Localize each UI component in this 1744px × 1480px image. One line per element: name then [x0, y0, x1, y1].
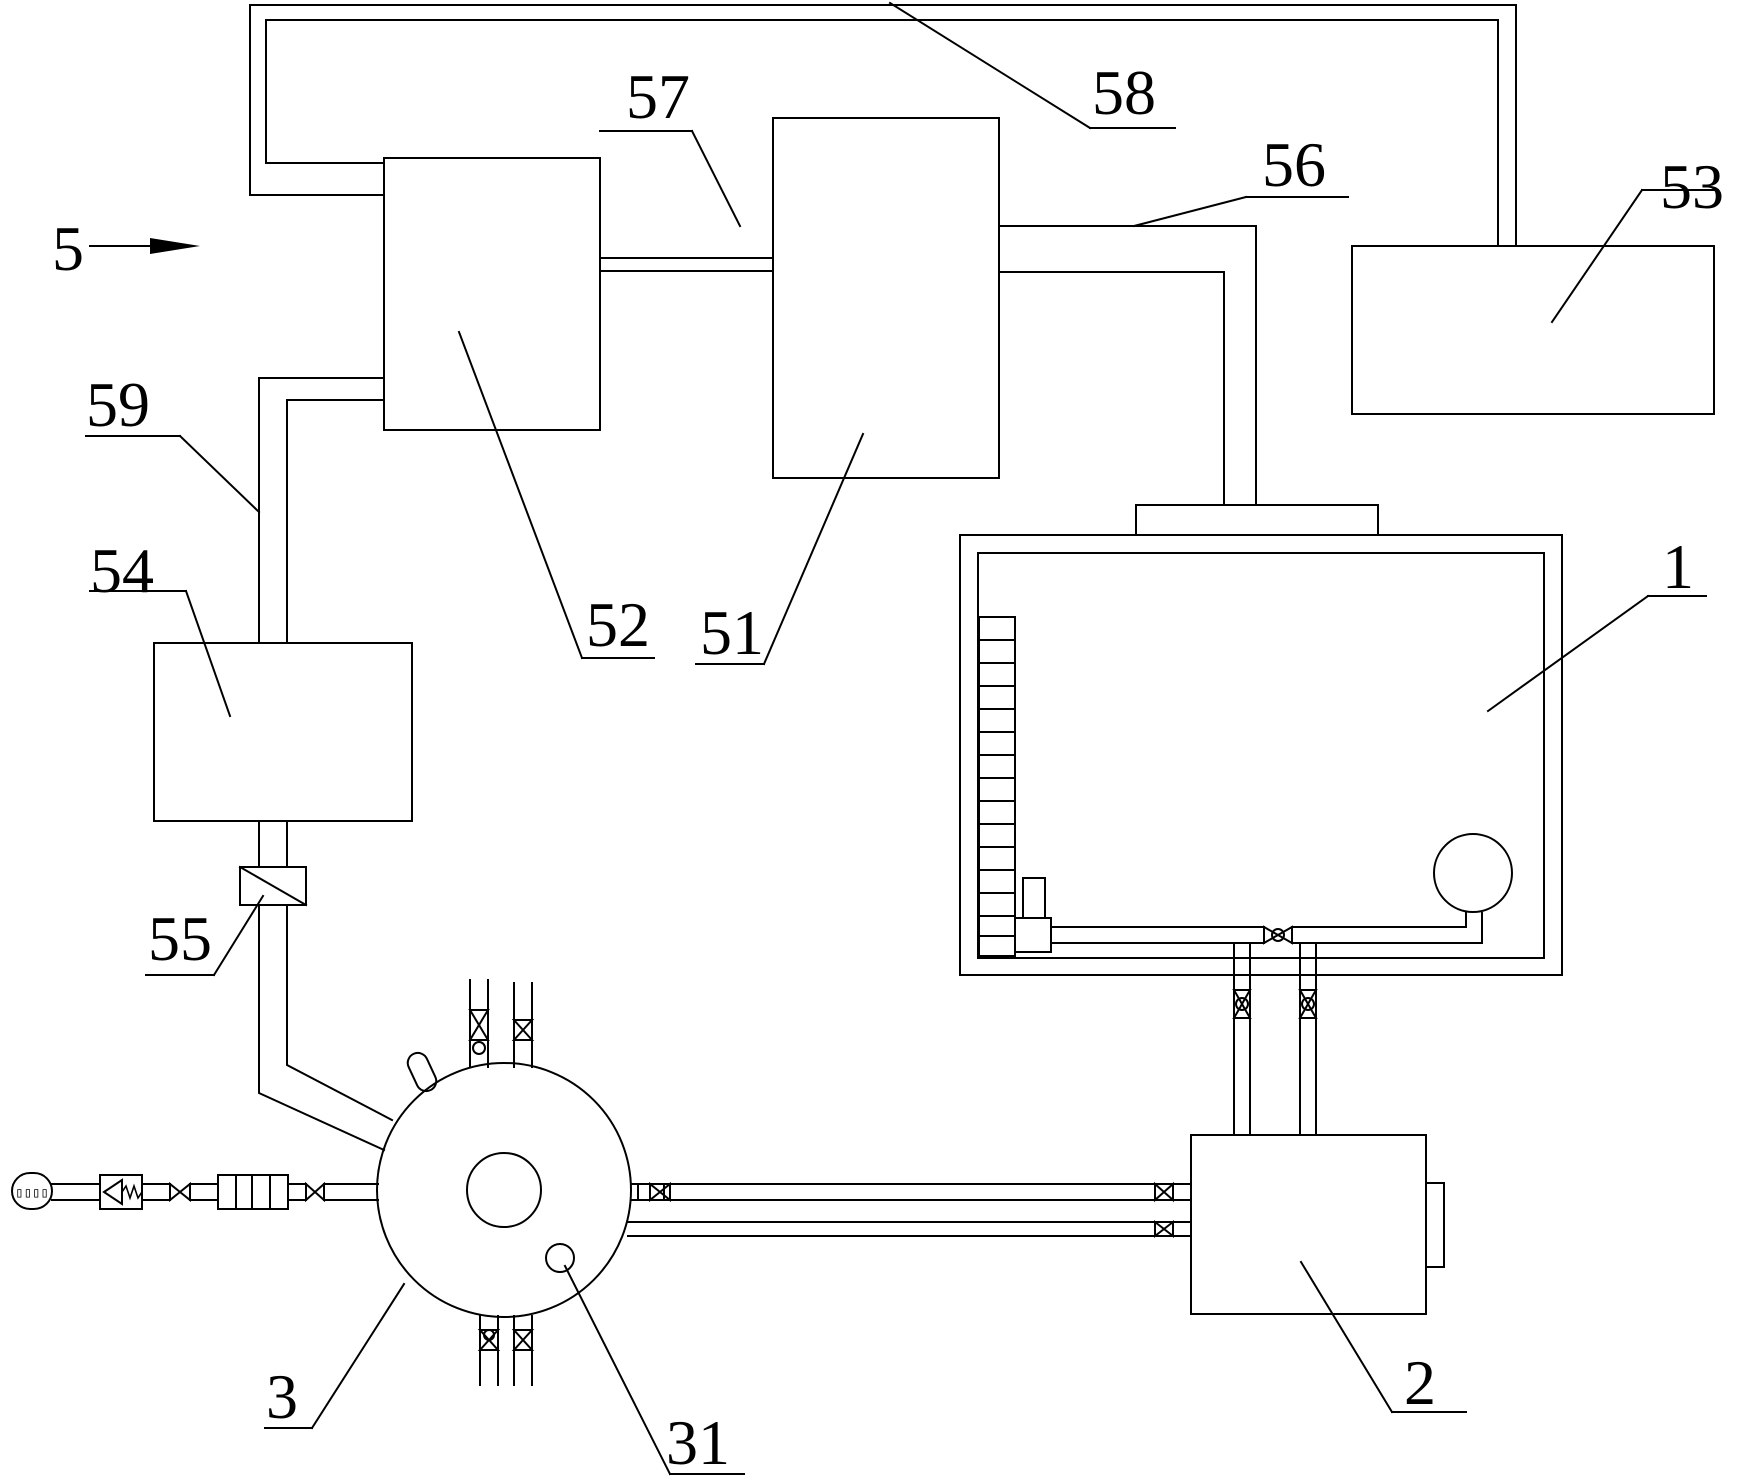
port-31	[545, 1243, 575, 1273]
label-1: 1	[1662, 531, 1694, 602]
pipe-56	[998, 225, 1257, 506]
label-2: 2	[1404, 1347, 1436, 1418]
box-52	[383, 157, 601, 431]
label-51: 51	[700, 597, 764, 668]
label-3: 3	[266, 1361, 298, 1432]
label-5: 5	[52, 213, 84, 284]
pipes-3-to-2	[627, 1181, 1192, 1239]
box-51	[772, 117, 1000, 479]
label-31: 31	[666, 1407, 730, 1478]
label-59: 59	[86, 369, 150, 440]
pipe-57	[599, 257, 774, 272]
pipe-54-to-3	[258, 820, 394, 1152]
inlet-line: ▯▯▯▯	[11, 1172, 379, 1210]
tank-1	[959, 504, 1563, 976]
label-57: 57	[626, 61, 690, 132]
label-53: 53	[1660, 151, 1724, 222]
label-52: 52	[586, 589, 650, 660]
valve-55	[238, 865, 308, 907]
box-54	[153, 642, 413, 822]
pipes-tank-to-2	[1232, 942, 1318, 1136]
pipe-59	[258, 377, 385, 644]
leader-lines	[85, 1, 1719, 1476]
vessel-3	[376, 1051, 632, 1318]
reference-labels: 58 57 56 53 5 59 54 52 51 1 55 3 31 2	[52, 57, 1724, 1478]
label-55: 55	[148, 903, 212, 974]
vessel-3-top-pipes	[468, 979, 535, 1068]
label-58: 58	[1092, 57, 1156, 128]
box-2	[1190, 1134, 1445, 1315]
svg-text:▯▯▯▯: ▯▯▯▯	[15, 1186, 49, 1202]
arrow-5	[89, 238, 200, 254]
label-54: 54	[90, 535, 154, 606]
vessel-3-bottom-pipes	[477, 1315, 535, 1386]
pipe-58	[249, 4, 1527, 247]
label-56: 56	[1262, 129, 1326, 200]
box-53	[1351, 245, 1715, 415]
